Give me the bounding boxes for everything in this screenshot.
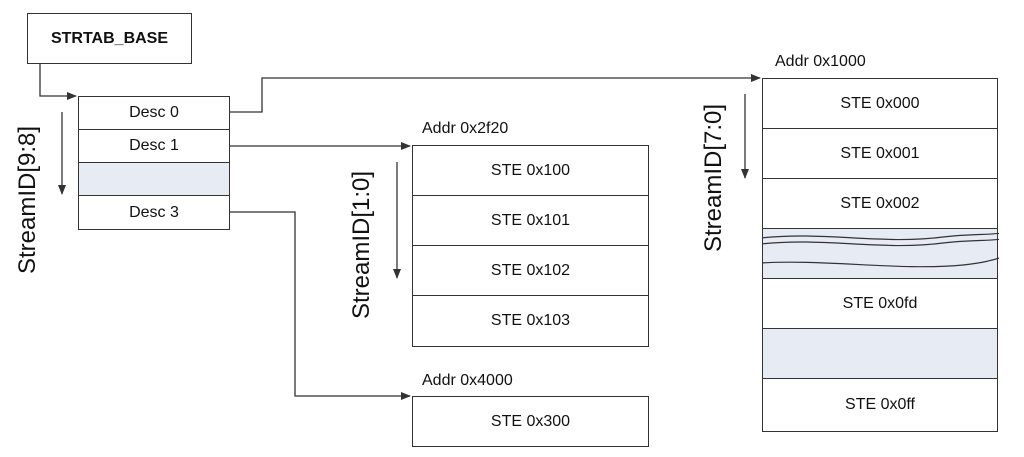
- ste-row: STE 0x101: [413, 196, 648, 246]
- ste-row: STE 0x002: [763, 179, 997, 229]
- ste-row: STE 0x000: [763, 79, 997, 129]
- ste-row: STE 0x001: [763, 129, 997, 179]
- ste-label: STE 0x100: [490, 161, 571, 179]
- ste-table-0x4000: STE 0x300: [412, 396, 649, 447]
- descriptor-row-1: Desc 1: [79, 130, 229, 163]
- ste-table-0x2f20: STE 0x100 STE 0x101 STE 0x102 STE 0x103: [412, 145, 649, 347]
- address-label-0x4000: Addr 0x4000: [422, 372, 513, 389]
- ste-label: STE 0x300: [490, 412, 571, 430]
- strtab-base-label: STRTAB_BASE: [50, 29, 169, 47]
- ste-label: STE 0x101: [490, 211, 571, 229]
- break-marker: [763, 232, 999, 268]
- axis-label-streamid-9-8: StreamID[9:8]: [14, 125, 41, 275]
- ste-row: STE 0x102: [413, 246, 648, 296]
- base-pointer-arrow: [39, 64, 77, 100]
- descriptor-label: Desc 1: [129, 137, 179, 154]
- ste-row: STE 0x100: [413, 146, 648, 196]
- descriptor-label: Desc 3: [129, 203, 179, 221]
- axis-label-streamid-1-0: StreamID[1:0]: [348, 170, 375, 320]
- ste-row-elided: [763, 229, 999, 279]
- desc3-pointer-arrow: [230, 211, 411, 400]
- ste-label: STE 0x002: [840, 194, 920, 212]
- ste-label: STE 0x001: [840, 144, 920, 162]
- strtab-base-register: STRTAB_BASE: [27, 13, 192, 64]
- ste-label: STE 0x102: [490, 261, 571, 279]
- ste-row: STE 0x300: [413, 397, 648, 446]
- ste-row-empty: [763, 329, 997, 379]
- ste-table-0x1000: STE 0x000 STE 0x001 STE 0x002 STE 0x0fd …: [762, 78, 999, 432]
- ste-row: STE 0x0ff: [763, 379, 997, 431]
- ste-label: STE 0x0ff: [845, 396, 915, 413]
- desc0-pointer-arrow: [230, 74, 761, 113]
- ste-label: STE 0x103: [490, 312, 571, 329]
- descriptor-row-2-empty: [79, 163, 229, 196]
- level1-descriptor-table: Desc 0 Desc 1 Desc 3: [78, 96, 230, 230]
- ste-label: STE 0x0fd: [842, 294, 918, 312]
- descriptor-row-3: Desc 3: [79, 196, 229, 229]
- address-label-0x2f20: Addr 0x2f20: [422, 120, 509, 137]
- descriptor-row-0: Desc 0: [79, 97, 229, 130]
- ste-label: STE 0x000: [840, 94, 920, 112]
- descriptor-label: Desc 0: [129, 104, 179, 121]
- ste-row: STE 0x103: [413, 296, 648, 346]
- address-label-0x1000: Addr 0x1000: [775, 53, 866, 70]
- ste-row: STE 0x0fd: [763, 279, 997, 329]
- axis-label-streamid-7-0: StreamID[7:0]: [700, 103, 727, 253]
